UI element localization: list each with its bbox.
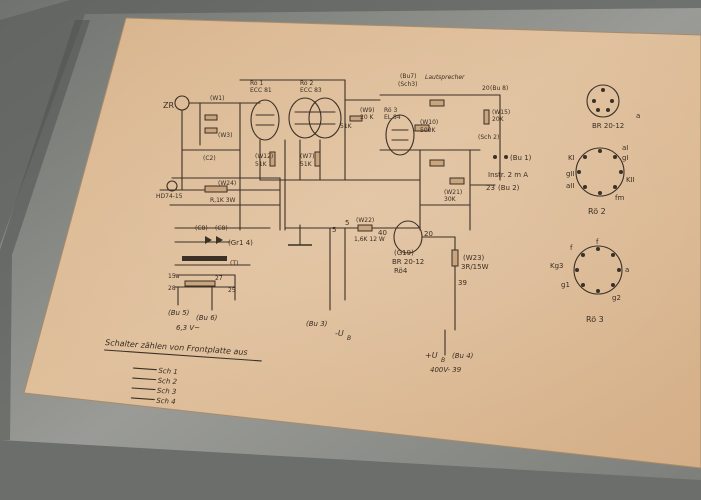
label-r1-name: Rö 1 [250, 80, 263, 87]
socket-top-label: BR 20-12 [592, 122, 624, 130]
label-zr: ZR [163, 101, 174, 110]
output-stage: (Sch3) Lautsprecher (Bu7) 20 (Bu 8) Rö 3… [379, 73, 532, 231]
node-5: 5 [345, 219, 349, 227]
svg-text:(C2): (C2) [203, 155, 216, 162]
label-bu7: (Bu7) [400, 73, 416, 80]
label-heater: 6,3 V~ [176, 324, 200, 332]
legend-item-3: Sch 3 [157, 387, 177, 396]
label-r1-type: ECC 81 [250, 87, 272, 94]
label-r2-name: Rö 2 [300, 80, 313, 87]
label-plus-vb: +U [425, 351, 438, 360]
label-w24-val: R,1K 3W [210, 197, 236, 204]
label-w24: (W24) [218, 180, 236, 187]
label-w22: (W22) [356, 217, 374, 224]
label-w9: (W9) [360, 107, 374, 114]
label-w12: (W12) [255, 153, 273, 160]
svg-text:25: 25 [228, 287, 236, 294]
label-bu1: Instr. 2 m A [488, 171, 528, 179]
label-w10-val: 500K [420, 127, 436, 134]
label-w10: (W10) [420, 119, 438, 126]
svg-text:27: 27 [215, 275, 223, 282]
label-sch3: (Sch3) [398, 81, 417, 88]
cabinet-frame-left [0, 20, 90, 440]
socket-bottom-pin-2: f [596, 238, 599, 246]
label-plus-vb-sub: B [441, 357, 445, 364]
legend-item-1: Sch 1 [158, 367, 178, 376]
label-w23: (W23) [463, 254, 485, 262]
socket-bottom-pin-4: a [625, 266, 629, 274]
paper-glare [24, 18, 701, 468]
socket-middle-pin-1: KI [568, 154, 575, 162]
socket-top-mark: a [636, 112, 640, 120]
label-r4-name: Rö4 [394, 267, 408, 275]
node-20: 20 [424, 230, 433, 238]
label-w7: (W7) [300, 153, 314, 160]
socket-diagram-top: BR 20-12 a [586, 84, 640, 130]
label-w22-val: 1,6K 12 W [354, 236, 385, 243]
socket-bottom-pin-5: g1 [561, 281, 570, 289]
label-w7-val: 51K [300, 161, 313, 168]
socket-middle-pin-5: aII [566, 182, 574, 190]
svg-text:(W3): (W3) [218, 132, 232, 139]
socket-bottom-pin-1: f [570, 244, 573, 252]
label-w9-val: 20 K [360, 114, 375, 121]
label-gr1: (Gr1 4) [228, 239, 253, 247]
socket-middle-pin-3: aI [622, 144, 628, 152]
label-sch2: (Sch 2) [478, 134, 499, 141]
socket-bottom-pin-3: Kg3 [550, 262, 564, 270]
socket-middle-pin-7: fm [615, 194, 624, 202]
socket-bottom-label: Rö 3 [586, 315, 604, 324]
label-w15: (W15) [492, 109, 510, 116]
svg-text:(W1): (W1) [210, 95, 224, 102]
cabinet-bottom [0, 440, 701, 500]
node-40: 40 [378, 229, 387, 237]
label-bu4: (Bu 4) [452, 352, 474, 360]
input-section: ZR (W1) (W3) (C2) HD74-15 (W24) R,1K 3W … [156, 95, 281, 332]
label-bu5: (Bu 5) [168, 309, 190, 317]
label-plus-vb-value: 400V- 39 [430, 366, 462, 374]
label-r4-type: BR 20-12 [392, 258, 424, 266]
label-speaker: Lautsprecher [425, 74, 465, 81]
label-bu3: (Bu 3) [306, 320, 328, 328]
label-bu2: (Bu 2) [498, 184, 520, 192]
svg-text:28: 28 [168, 285, 176, 292]
svg-text:51K: 51K [340, 123, 353, 130]
label-hd: HD74-15 [156, 193, 183, 200]
cabinet-edge [0, 0, 701, 245]
label-w12-val: 51K [255, 161, 268, 168]
socket-diagram-middle: KI gI aI KII aII gII fm Rö 2 [566, 144, 635, 216]
label-r2-type: ECC 83 [300, 87, 322, 94]
label-minus-vb-sub: B [347, 335, 351, 342]
svg-text:5: 5 [332, 226, 336, 234]
socket-middle-pin-6: gII [566, 170, 575, 178]
label-bu8-num: 20 [482, 85, 490, 92]
label-bu6: (Bu 6) [196, 314, 218, 322]
label-minus-vb: -U [335, 329, 344, 338]
label-bu1-tag: (Bu 1) [510, 154, 532, 162]
legend-item-4: Sch 4 [156, 397, 176, 406]
legend-item-2: Sch 2 [157, 377, 177, 386]
label-w23-val: 3R/15W [461, 263, 489, 271]
socket-middle-pin-4: KII [626, 176, 635, 184]
socket-middle-label: Rö 2 [588, 207, 606, 216]
label-bu2-num: 23 [486, 184, 495, 192]
rectifier-stage: 5 (W22) 1,6K 12 W 40 (G19) BR 20-12 Rö4 … [306, 217, 489, 374]
label-w21: (W21) [444, 189, 462, 196]
label-r3-name: Rö 3 [384, 107, 397, 114]
label-r4-g: (G19) [394, 249, 414, 257]
label-r4-num: 39 [458, 279, 467, 287]
socket-bottom-pin-6: g2 [612, 294, 621, 302]
label-bu8: (Bu 8) [490, 85, 508, 92]
socket-middle-pin-2: gI [622, 154, 629, 162]
socket-diagram-bottom: f f Kg3 a g1 g2 Rö 3 [550, 238, 629, 324]
svg-text:15a: 15a [168, 273, 180, 280]
preamp-tubes: Rö 1 ECC 81 Rö 2 ECC 83 (W12) 51K (W7) 5… [239, 79, 421, 246]
label-w21-val: 30K [444, 196, 457, 203]
svg-text:(T): (T) [230, 260, 238, 267]
label-w15-val: 20K [492, 116, 505, 123]
